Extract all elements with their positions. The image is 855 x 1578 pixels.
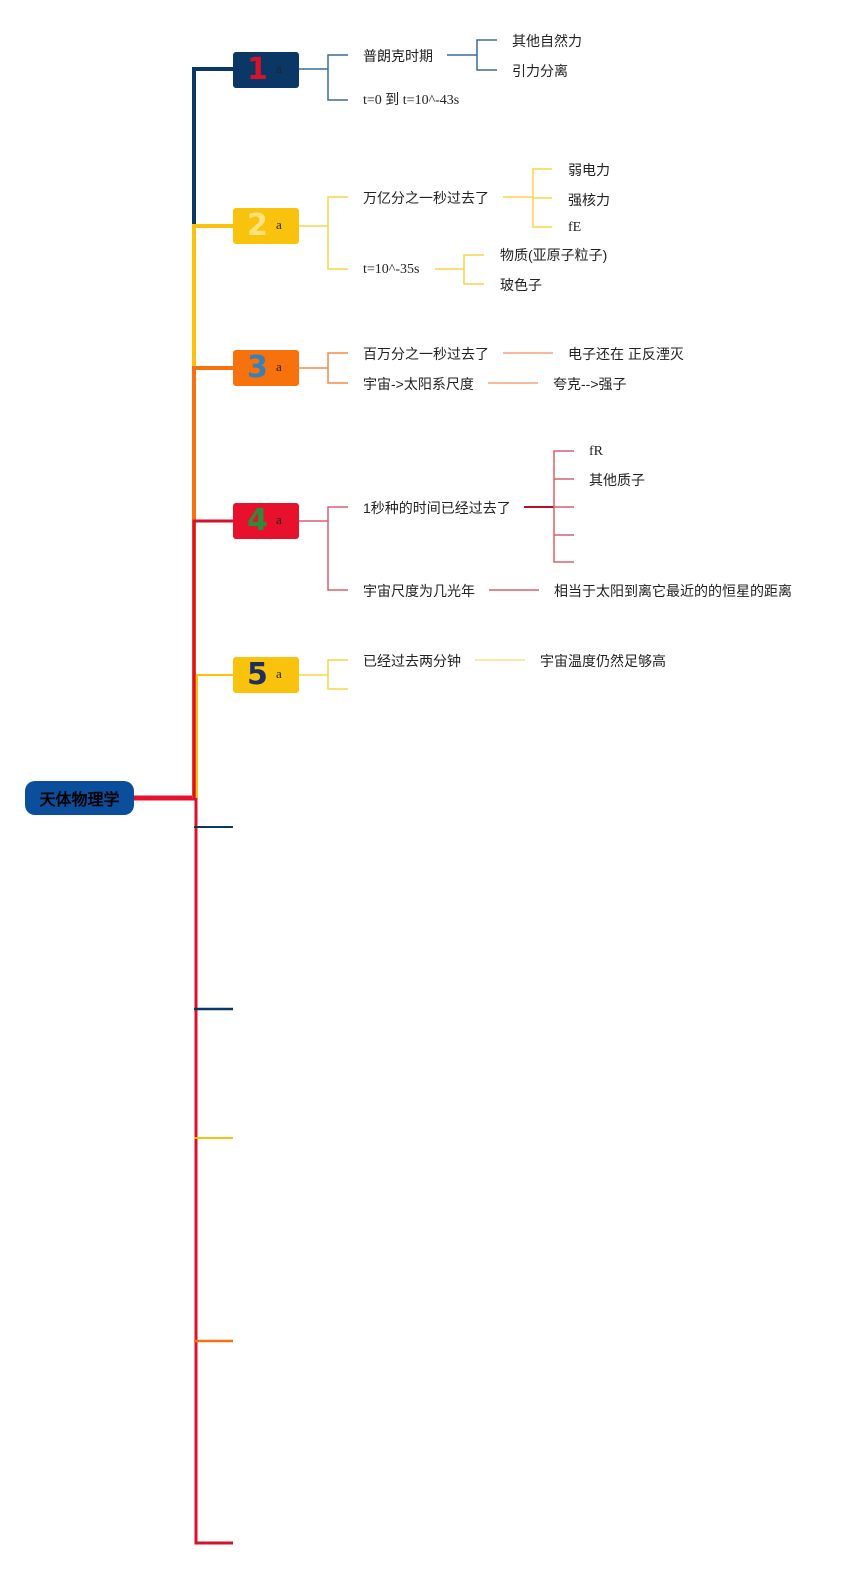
spine-to-b3: [192, 366, 233, 798]
spine-to-b5: [196, 674, 233, 798]
branch-4-number: 4: [247, 503, 268, 538]
node-t-10-35[interactable]: t=10^-35s: [363, 262, 420, 277]
node-electron-annihilation[interactable]: 电子还在 正反湮灭: [568, 346, 684, 362]
root-node[interactable]: 天体物理学: [25, 781, 134, 815]
spine-to-b4: [192, 519, 233, 798]
branch-4-badge[interactable]: 4 a: [233, 503, 299, 539]
node-solar-system-scale[interactable]: 宇宙->太阳系尺度: [363, 376, 474, 392]
branch-3-connectors: [299, 352, 553, 384]
branch-2-number: 2: [247, 208, 268, 243]
node-other-protons[interactable]: 其他质子: [589, 472, 645, 488]
node-trillionth-second[interactable]: 万亿分之一秒过去了: [363, 190, 489, 206]
node-light-years[interactable]: 宇宙尺度为几光年: [363, 583, 475, 599]
branch-3-badge[interactable]: 3 a: [233, 350, 299, 386]
branch-2-connectors: [299, 168, 552, 285]
branch-5-number: 5: [247, 657, 268, 692]
node-boson[interactable]: 玻色子: [500, 277, 542, 293]
node-planck-era[interactable]: 普朗克时期: [363, 48, 433, 64]
branch-3-number: 3: [247, 350, 268, 385]
spine-to-b2: [192, 224, 233, 798]
node-two-minutes[interactable]: 已经过去两分钟: [363, 653, 461, 669]
node-nearest-star-distance[interactable]: 相当于太阳到离它最近的的恒星的距离: [554, 583, 792, 599]
node-matter[interactable]: 物质(亚原子粒子): [500, 247, 608, 263]
node-other-forces[interactable]: 其他自然力: [512, 33, 582, 49]
branch-5-label: a: [276, 666, 282, 681]
node-strong-nuclear[interactable]: 强核力: [568, 192, 610, 208]
branch-1-number: 1: [247, 52, 268, 87]
node-one-second[interactable]: 1秒种的时间已经过去了: [363, 500, 511, 516]
branch-2-badge[interactable]: 2 a: [233, 208, 299, 244]
node-quark-hadron[interactable]: 夸克-->强子: [553, 376, 627, 392]
node-fr[interactable]: fR: [589, 444, 603, 459]
branch-1-label: a: [276, 61, 282, 76]
branch-2-label: a: [276, 217, 282, 232]
spine-red: [194, 798, 233, 1545]
branch-4-connectors: [299, 450, 574, 591]
root-label: 天体物理学: [39, 792, 120, 809]
branch-1-badge[interactable]: 1 a: [233, 52, 299, 88]
node-time-range[interactable]: t=0 到 t=10^-43s: [363, 93, 460, 108]
node-electroweak[interactable]: 弱电力: [568, 162, 610, 178]
branch-3-label: a: [276, 359, 282, 374]
spine-to-b1: [192, 67, 233, 798]
node-temperature-high[interactable]: 宇宙温度仍然足够高: [540, 653, 666, 669]
branch-4-label: a: [276, 512, 282, 527]
branch-5-connectors: [299, 659, 525, 690]
branch-5-badge[interactable]: 5 a: [233, 657, 299, 693]
node-fe[interactable]: fE: [568, 220, 582, 235]
branch-1-connectors: [299, 39, 497, 101]
node-gravity-split[interactable]: 引力分离: [512, 63, 568, 79]
node-millionth-second[interactable]: 百万分之一秒过去了: [363, 346, 489, 362]
